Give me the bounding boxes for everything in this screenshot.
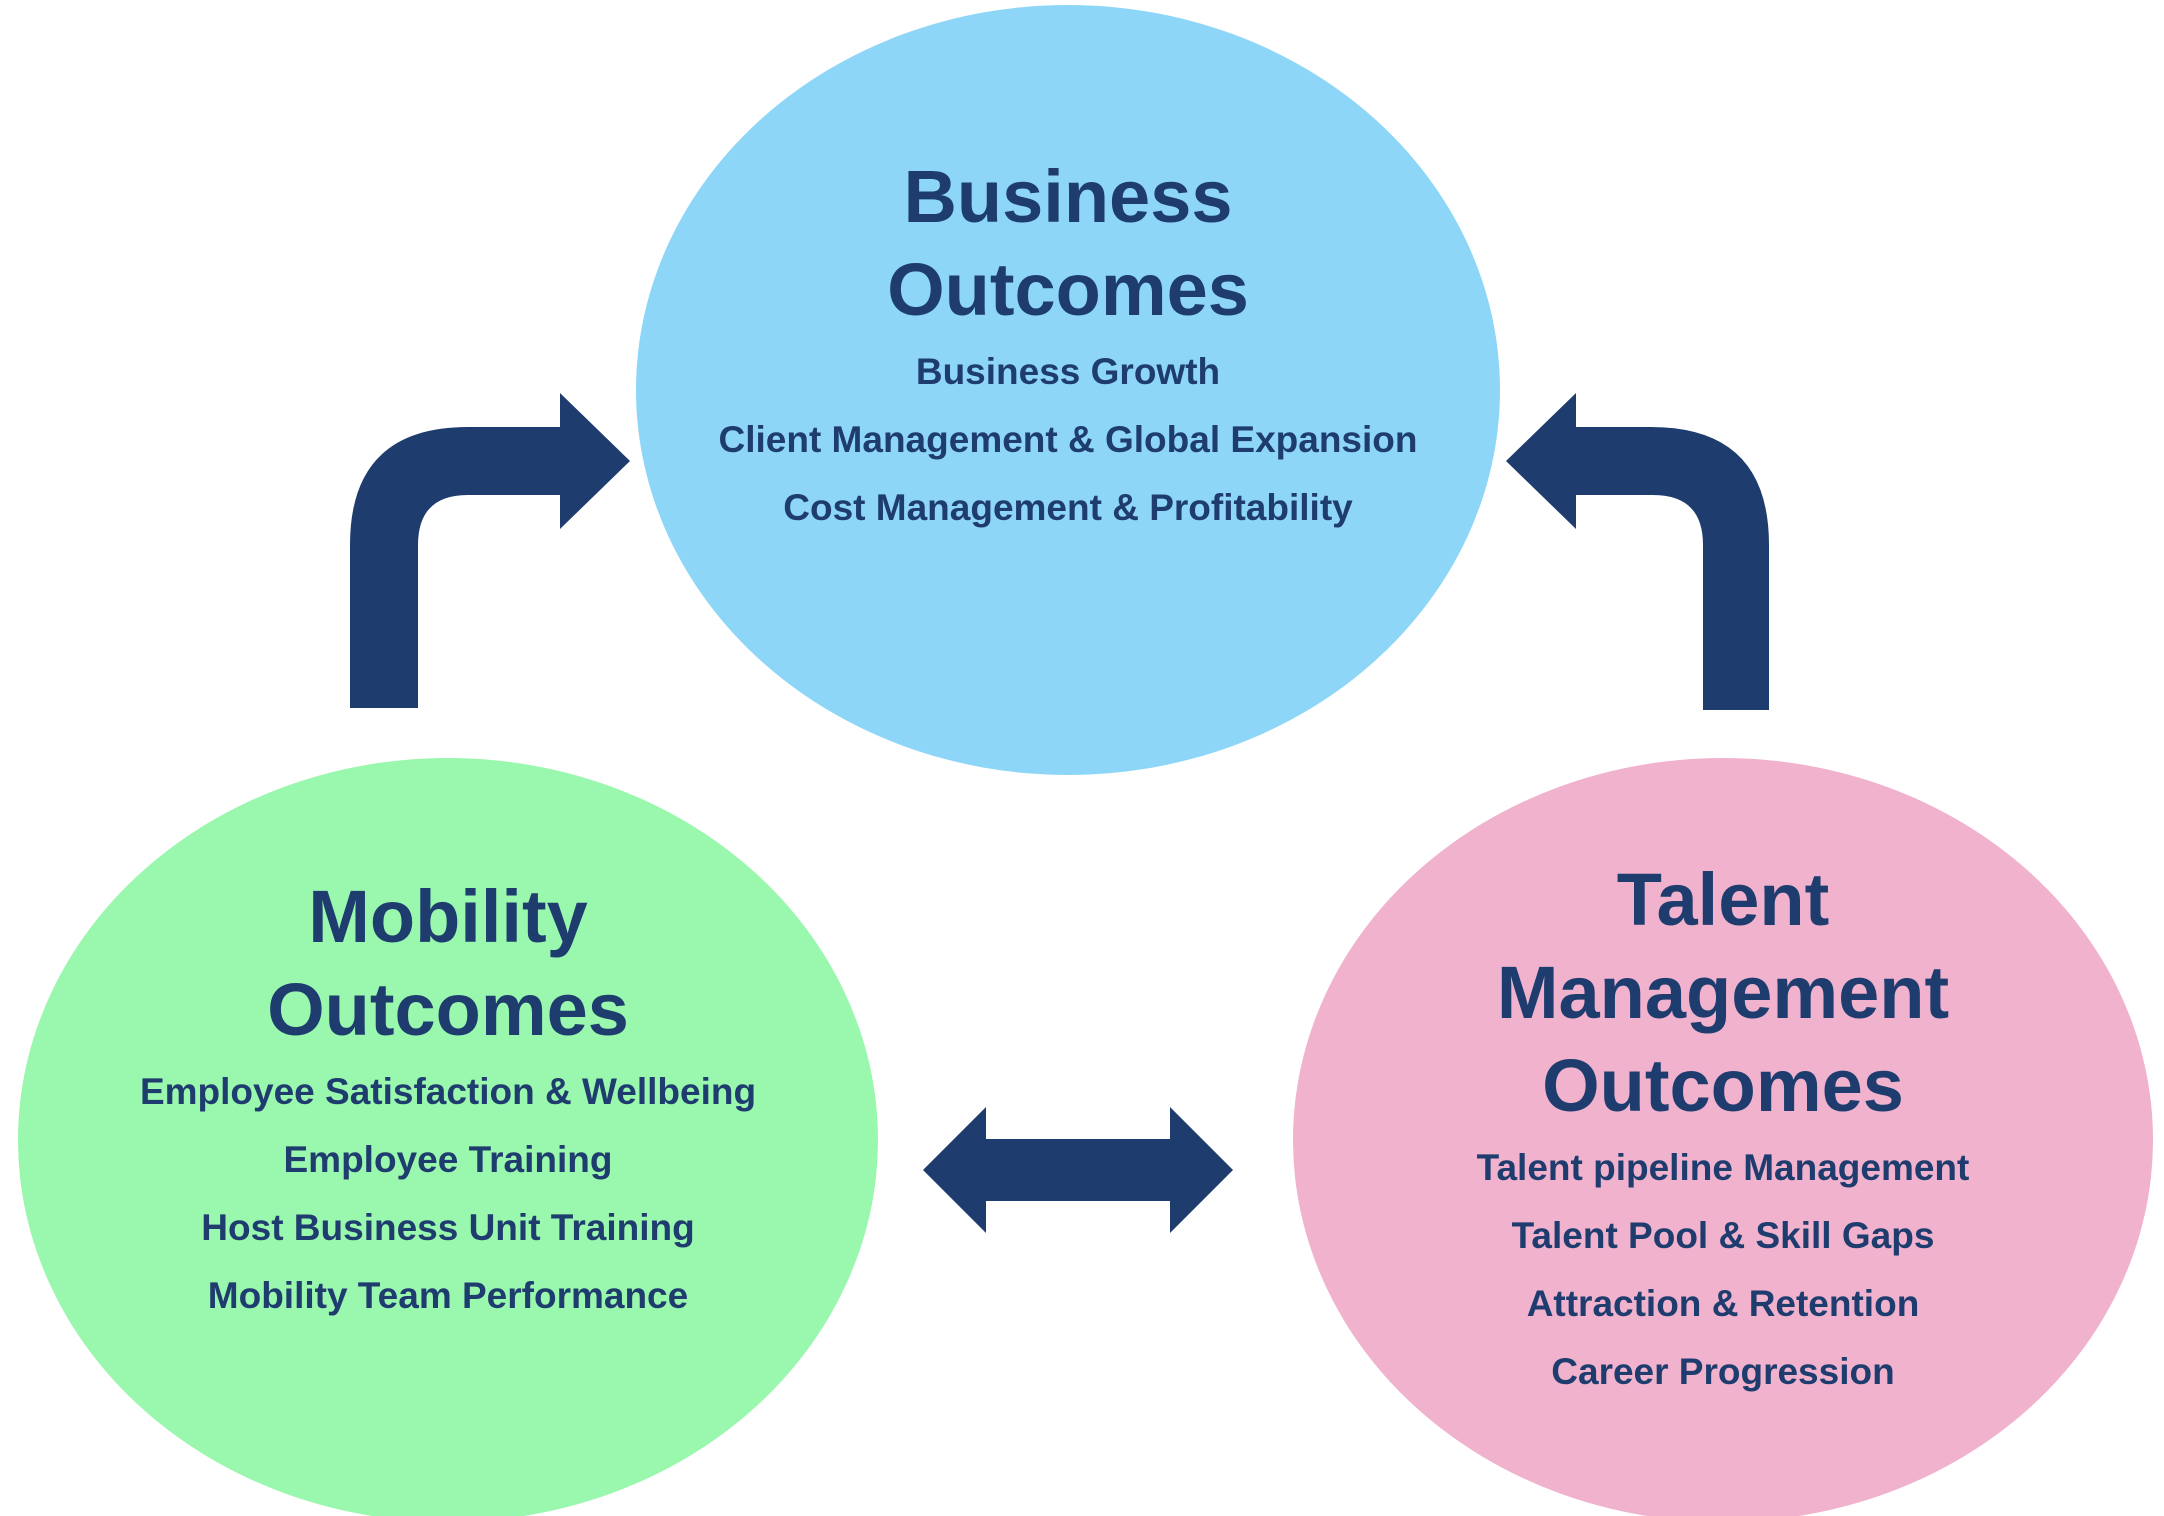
list-item: Employee Training (283, 1139, 613, 1180)
mobility-outcomes-title: Mobility Outcomes (267, 870, 629, 1056)
list-item: Business Growth (915, 351, 1221, 392)
business-outcomes-items: Business Growth Client Management & Glob… (719, 338, 1418, 542)
arrow-talent-to-business-icon (1506, 393, 1769, 710)
arrow-mobility-to-business-icon (350, 393, 630, 708)
business-title-line: Business (903, 155, 1233, 238)
mobility-title-line: Outcomes (267, 968, 629, 1051)
talent-management-outcomes-title: Talent Management Outcomes (1497, 853, 1949, 1132)
mobility-outcomes-items: Employee Satisfaction & Wellbeing Employ… (140, 1058, 756, 1330)
talent-management-outcomes-circle: Talent Management Outcomes Talent pipeli… (1293, 758, 2153, 1516)
talent-title-line: Outcomes (1542, 1044, 1904, 1127)
mobility-outcomes-circle: Mobility Outcomes Employee Satisfaction … (18, 758, 878, 1516)
business-outcomes-title: Business Outcomes (887, 150, 1249, 336)
arrow-mobility-talent-bidirectional-icon (923, 1107, 1233, 1233)
business-title-line: Outcomes (887, 248, 1249, 331)
list-item: Mobility Team Performance (207, 1275, 689, 1316)
list-item: Cost Management & Profitability (783, 487, 1353, 528)
mobility-title-line: Mobility (308, 875, 588, 958)
list-item: Career Progression (1551, 1351, 1895, 1392)
list-item: Employee Satisfaction & Wellbeing (139, 1071, 757, 1112)
list-item: Host Business Unit Training (201, 1207, 695, 1248)
talent-title-line: Management (1496, 951, 1950, 1034)
list-item: Client Management & Global Expansion (718, 419, 1418, 460)
talent-title-line: Talent (1616, 858, 1830, 941)
list-item: Talent pipeline Management (1476, 1147, 1970, 1188)
business-outcomes-circle: Business Outcomes Business Growth Client… (636, 5, 1500, 775)
list-item: Talent Pool & Skill Gaps (1511, 1215, 1935, 1256)
talent-management-outcomes-items: Talent pipeline Management Talent Pool &… (1477, 1134, 1970, 1406)
list-item: Attraction & Retention (1526, 1283, 1920, 1324)
